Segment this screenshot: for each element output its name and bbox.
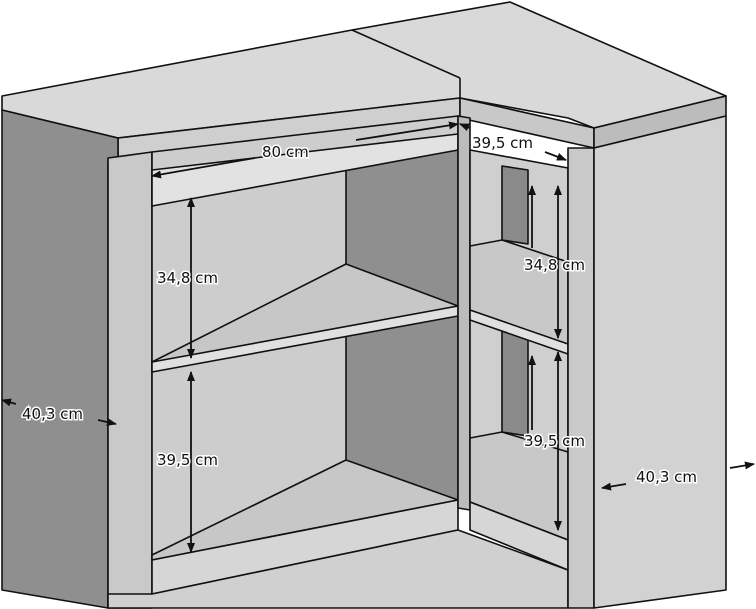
dim-width-side-right — [544, 151, 567, 161]
left-front-post — [107, 151, 153, 609]
label-height-bottom-right: 39,5 cm — [524, 432, 585, 450]
label-depth-right: 40,3 cm — [636, 468, 697, 486]
dim-width-main-left — [151, 157, 256, 179]
label-depth-left: 40,3 cm — [22, 405, 83, 423]
label-width-main: 80 cm — [262, 143, 309, 161]
label-height-bottom-left: 39,5 cm — [157, 451, 218, 469]
dim-width-main-right — [355, 121, 459, 141]
label-width-side: 39,5 cm — [472, 134, 533, 152]
dim-depth-right-b — [729, 461, 755, 470]
dim-depth-left-a — [1, 398, 17, 407]
dim-depth-left-b — [97, 418, 117, 426]
center-post — [457, 115, 471, 511]
dim-depth-right-a — [601, 482, 627, 491]
right-interior-side-lower — [501, 329, 529, 437]
label-height-top-right: 34,8 cm — [524, 256, 585, 274]
left-side-panel — [1, 109, 119, 609]
label-height-top-left: 34,8 cm — [157, 269, 218, 287]
right-front-post — [567, 147, 595, 609]
dim-width-side-left — [459, 123, 471, 132]
right-interior-side — [501, 165, 529, 245]
right-side-panel — [593, 115, 727, 609]
